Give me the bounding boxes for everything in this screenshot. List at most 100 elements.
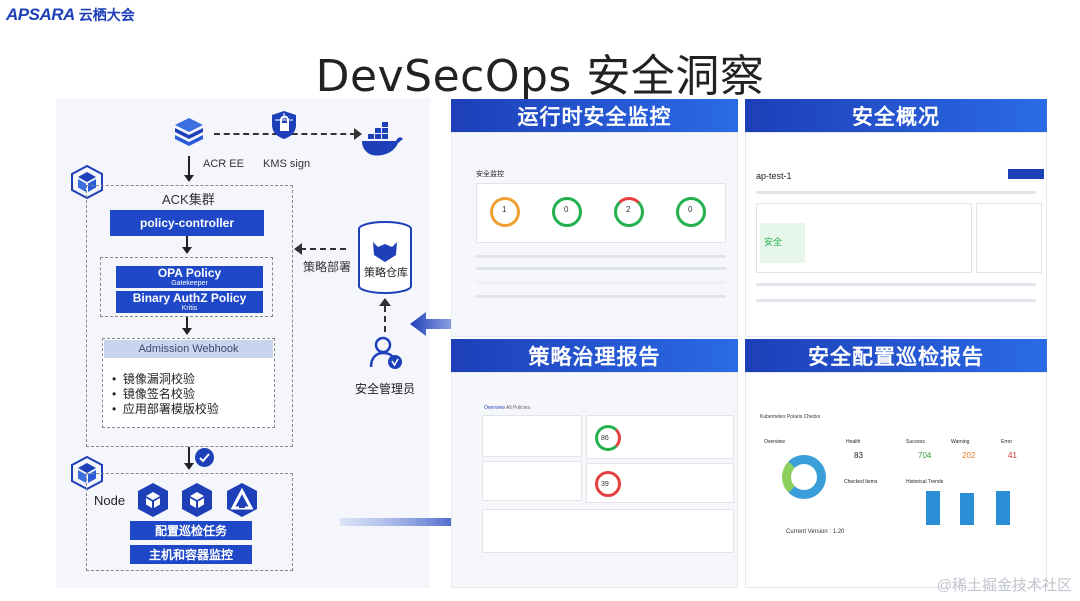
error-label: Error (1001, 439, 1013, 445)
report-card (482, 461, 582, 501)
overview-label: Overview (764, 439, 785, 445)
kms-shield-icon (270, 110, 298, 145)
config-task-label: 配置巡检任务 (154, 524, 227, 538)
runtime-screenshot: 安全监控 1 0 2 0 (451, 132, 738, 337)
cluster-select-button[interactable] (1008, 169, 1044, 179)
host-monitor-label: 主机和容器监控 (148, 548, 233, 562)
warning-label: Warning (951, 439, 970, 445)
error-value: 41 (1008, 451, 1017, 460)
status-safe-text: 安全 (764, 237, 783, 247)
overview-screenshot: ap-test-1 安全 (745, 132, 1047, 337)
kms-sign-label: KMS sign (263, 158, 311, 170)
ring-value: 1 (502, 205, 507, 214)
config-task-box: 配置巡检任务 (130, 521, 252, 540)
table-row (476, 255, 726, 258)
ring-value: 86 (601, 435, 609, 442)
cluster-to-node-line (188, 447, 190, 464)
table-row (476, 281, 726, 284)
docker-icon (360, 122, 404, 163)
logo-cn-text: 云栖大会 (78, 7, 135, 23)
opa-policy-label: OPA Policy (157, 266, 222, 280)
status-safe-panel (760, 223, 805, 263)
trend-bar (926, 491, 940, 525)
table-row (476, 295, 726, 298)
panel-arrow-right (340, 510, 478, 539)
arrow-head-down (182, 328, 192, 335)
node-label: Node (94, 493, 126, 508)
kubernetes-cube-icon (70, 164, 104, 204)
config-title: Kubernetes Polaris Checks (760, 414, 821, 420)
watermark: @稀土掘金技术社区 (936, 577, 1072, 594)
checked-items-label: Checked Items (844, 479, 878, 485)
overview-panel-header: 安全概况 (745, 99, 1047, 132)
check-item: • 镜像签名校验 (112, 387, 195, 401)
warning-value: 202 (962, 451, 976, 460)
ring-chart (490, 197, 520, 227)
runtime-panel-header: 运行时安全监控 (451, 99, 738, 132)
success-value: 704 (918, 451, 932, 460)
policy-repo-icon (356, 220, 414, 301)
kubernetes-cube-icon (70, 455, 104, 495)
tab-bar (756, 191, 1036, 194)
ring-value: 0 (564, 205, 569, 214)
donut-chart (782, 455, 826, 499)
success-label: Success (906, 439, 925, 445)
kritis-label: Kritis (181, 305, 198, 312)
ack-cluster-box (86, 185, 293, 447)
policy-deploy-label: 策略部署 (303, 260, 352, 274)
security-admin-icon (368, 335, 404, 376)
ring-value: 39 (601, 481, 609, 488)
trend-bar (996, 491, 1010, 525)
admin-to-repo-arrow (384, 306, 386, 332)
apsara-logo: APSARA 云栖大会 (6, 5, 135, 25)
acr-to-cluster-line (188, 156, 190, 175)
policy-report-header: 策略治理报告 (451, 339, 738, 372)
current-version: Current Version : 1.20 (786, 529, 845, 535)
runtime-title: 安全监控 (476, 171, 504, 178)
ring-value: 2 (626, 205, 631, 214)
controller-to-policy-line (186, 236, 188, 248)
ring-chart (676, 197, 706, 227)
table-row (756, 283, 1036, 286)
table-row (756, 299, 1036, 302)
check-list: • 镜像漏洞校验 • 镜像签名校验 • 应用部署模版校验 (112, 372, 219, 417)
ring-chart (614, 197, 644, 227)
cluster-name: ap-test-1 (756, 171, 792, 181)
check-item: • 镜像漏洞校验 (112, 372, 195, 386)
tab-overview[interactable]: Overview (484, 405, 505, 411)
security-admin-label: 安全管理员 (355, 382, 416, 396)
arrow-head-up (379, 298, 391, 306)
tab-all-policies[interactable]: All Policies (506, 405, 531, 411)
acr-ee-label: ACR EE (203, 158, 244, 170)
gatekeeper-label: Gatekeeper (171, 280, 208, 287)
ring-chart (595, 471, 621, 497)
page-title: DevSecOps 安全洞察 (315, 51, 765, 102)
side-card (976, 203, 1042, 273)
node-box (86, 473, 293, 571)
admission-webhook-label: Admission Webhook (104, 340, 273, 358)
check-item: • 应用部署模版校验 (112, 402, 219, 416)
arrow-head-down (182, 247, 192, 254)
node-cube-icon (180, 482, 214, 523)
arrow-head-right (354, 128, 362, 140)
table-row (476, 267, 726, 270)
report-card (482, 415, 582, 457)
policy-report-screenshot: Overview All Policies 86 39 (451, 372, 738, 588)
trend-bar (960, 493, 974, 525)
policy-controller-box: policy-controller (110, 210, 264, 236)
opa-policy-box: OPA Policy Gatekeeper (116, 266, 263, 288)
policy-deploy-arrow (300, 248, 346, 250)
logo-text: APSARA (6, 5, 75, 24)
policy-repo-label: 策略仓库 (364, 267, 408, 279)
node-cube-icon (136, 482, 170, 523)
health-value: 83 (854, 451, 863, 460)
policy-group-box (100, 257, 273, 317)
host-monitor-box: 主机和容器监控 (130, 545, 252, 564)
arrow-head-down (184, 463, 194, 470)
health-label: Health (846, 439, 861, 445)
config-report-header: 安全配置巡检报告 (745, 339, 1047, 372)
node-security-agent-icon (225, 482, 259, 523)
ack-cluster-label: ACK集群 (162, 192, 215, 207)
violations-table (482, 509, 734, 553)
ring-value: 0 (688, 205, 693, 214)
